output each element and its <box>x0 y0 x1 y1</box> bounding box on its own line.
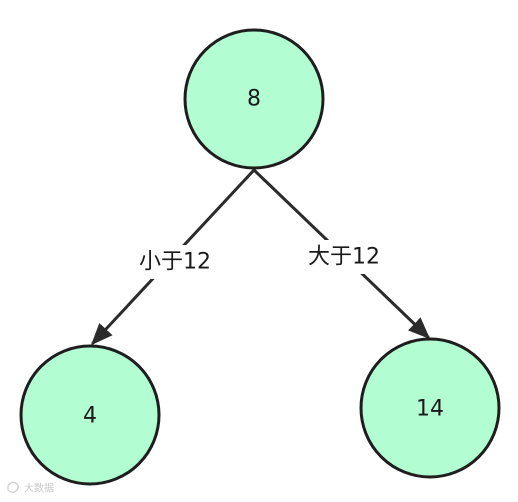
node-right[interactable]: 14 <box>359 337 501 479</box>
edge-label-bg-right <box>301 240 387 274</box>
edges: 小于12 大于12 <box>90 168 431 346</box>
node-root-label: 8 <box>247 87 261 112</box>
edge-label-left: 小于12 <box>139 250 211 275</box>
node-right-label: 14 <box>416 397 444 422</box>
watermark: 大数据 <box>7 481 54 495</box>
watermark-text: 大数据 <box>24 482 54 495</box>
edge-label-right: 大于12 <box>308 245 380 270</box>
watermark-logo-icon <box>7 481 19 493</box>
node-left-label: 4 <box>83 404 97 429</box>
node-right-circle <box>359 337 501 479</box>
edge-label-bg-left <box>132 245 218 279</box>
node-root[interactable]: 8 <box>183 28 325 170</box>
nodes: 8 4 14 <box>19 28 501 486</box>
node-left-circle <box>19 344 161 486</box>
node-root-circle <box>183 28 325 170</box>
node-left[interactable]: 4 <box>19 344 161 486</box>
